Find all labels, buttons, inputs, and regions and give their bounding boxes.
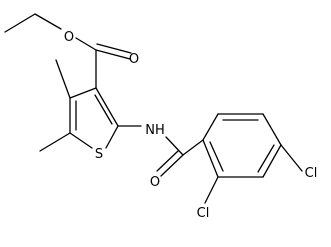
bond-c3-c4: [69, 87, 97, 99]
bond-ar-c1-c2: [202, 113, 219, 141]
bond-c4-methyl: [55, 59, 71, 99]
bond-carbonyl-double-1: [95, 49, 131, 60]
bond-amide-co-2: [156, 150, 179, 172]
bond-ar-c3-c4: [262, 113, 282, 146]
bond-c4-cl: [280, 144, 303, 172]
bond-ar-c4-c5-inner: [257, 144, 275, 173]
ortho-chlorine-label: Cl: [197, 206, 210, 221]
bond-carbonyl-double-2: [96, 43, 132, 54]
bond-c2-c3-inner: [94, 94, 113, 125]
bond-amide-co-1: [160, 154, 184, 177]
bond-c2-c3: [95, 87, 119, 127]
bond-carbonyl-c-aryl: [182, 139, 204, 156]
sulfur-label: S: [95, 147, 103, 162]
bond-ar-c6-c1-inner: [209, 141, 224, 172]
bond-c5-s: [69, 132, 93, 149]
bond-ethyl-ch2-o: [34, 13, 62, 30]
bond-c6-cl: [204, 176, 219, 204]
bond-c5-methyl: [39, 132, 71, 152]
bond-o-carbonyl-c: [75, 37, 97, 51]
amide-oxygen-label: O: [150, 175, 160, 190]
bond-ar-c6-c1: [202, 139, 219, 178]
bond-ethyl-ch3-ch2: [4, 13, 36, 33]
bond-ar-c4-c5: [262, 144, 282, 178]
bond-nh-carbonyl-c: [165, 136, 184, 156]
para-chlorine-label: Cl: [305, 166, 318, 181]
ester-oxygen-label: O: [64, 30, 74, 45]
amide-nh-label: NH: [145, 123, 165, 138]
bond-s-c2: [105, 125, 119, 149]
carbonyl-oxygen-label: O: [129, 52, 139, 67]
